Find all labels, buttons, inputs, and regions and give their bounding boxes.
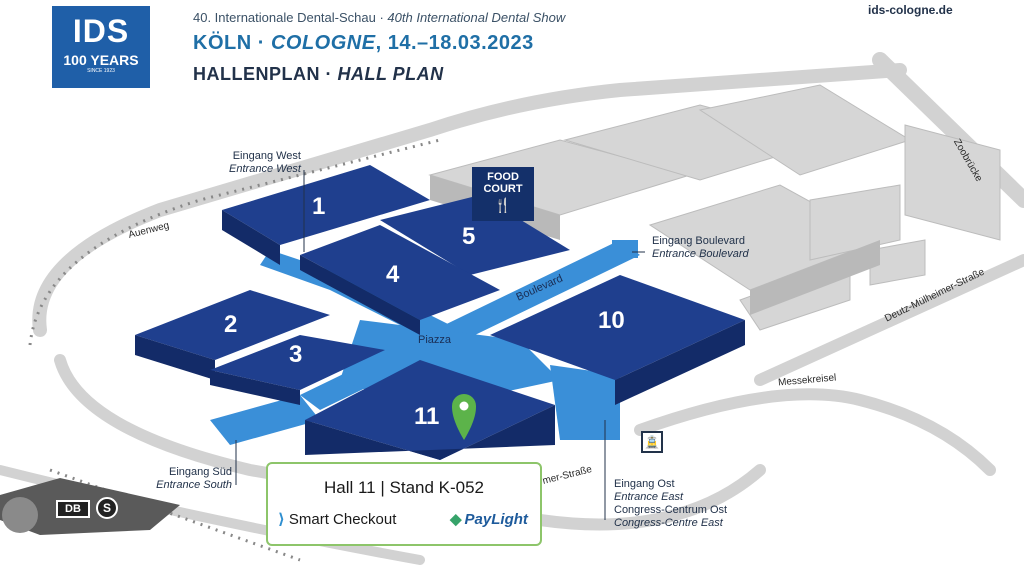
road-messekreisel [634,388,996,476]
walkway-east [550,365,620,440]
road-outer-loop [32,63,907,337]
hall-1-top [222,165,430,245]
entrance-east-label: Eingang Ost Entrance East Congress-Centr… [614,478,728,529]
stand-info-card: Hall 11 | Stand K-052 ⟩Smart Checkout ◆P… [266,462,542,546]
food-court-line2: COURT [483,183,523,195]
hall-3-top [210,335,385,390]
grey-building-g [869,239,926,286]
headline-location: KÖLN · COLOGNE, 14.–18.03.2023 [193,32,534,54]
headline-event-en: 40th International Dental Show [387,10,566,25]
website-link[interactable]: ids-cologne.de [868,3,953,17]
hall-1-label[interactable]: 1 [312,193,326,220]
hall-10-side [615,320,745,405]
smartcheckout-brand: ⟩Smart Checkout [278,510,396,530]
entrance-boulevard-label: Eingang Boulevard Entrance Boulevard [652,235,749,260]
entrance-west-label: Eingang West Entrance West [229,150,301,175]
food-court-sign: FOOD COURT 🍴 [472,167,534,221]
hall-3-label[interactable]: 3 [289,341,303,368]
tram-icon: 🚊 [641,431,663,453]
headline-city-de: KÖLN [193,32,252,54]
paylight-label: PayLight [464,511,528,528]
hall-5-label[interactable]: 5 [462,223,476,250]
plaza-label: Piazza [418,334,452,346]
smartcheckout-label: Smart Checkout [288,511,397,528]
headline-hall-plan: HALLENPLAN · HALL PLAN [193,64,444,84]
hall-3-side [210,370,300,405]
grey-building-h [904,124,1001,241]
road-deutz [754,254,1024,386]
callout-lines [235,170,645,520]
walkway-boulevard-node [612,240,638,258]
hall-2-label[interactable]: 2 [224,311,238,338]
paylight-brand: ◆PayLight [450,510,528,530]
headline-plan-de: HALLENPLAN [193,64,320,84]
stand-title: Hall 11 | Stand K-052 [323,478,485,497]
hall-4-top [300,225,500,320]
hall-11-top [305,360,555,460]
hall-2-top [135,290,330,360]
s-bahn-icon: S [96,497,118,519]
entrance-south-label: Eingang Süd Entrance South [156,466,232,491]
smartcheckout-logo-icon: ⟩ [278,511,285,528]
hall-4-side [300,255,420,335]
hall-11-label[interactable]: 11 [414,403,440,430]
hall-5-top [380,195,570,275]
grey-buildings [428,84,1001,331]
headline-dates: , 14.–18.03.2023 [375,32,534,54]
hall-4-label[interactable]: 4 [386,261,400,288]
logo-text: IDS [72,13,130,49]
rail-tracks [28,138,441,562]
halls [135,165,745,460]
food-court-line1: FOOD [487,171,519,183]
logo-years: 100 YEARS [63,52,139,68]
paylight-logo-icon: ◆ [450,511,462,528]
location-pin-icon [452,394,476,440]
hall-10-top [490,275,745,380]
headline-city-en: COLOGNE [270,32,376,54]
logo-since: SINCE 1923 [87,68,115,74]
headline-event-de: 40. Internationale Dental-Schau [193,10,376,25]
hall-11-side [305,405,555,460]
hall-1-side [222,210,280,265]
hall-10-label[interactable]: 10 [598,307,625,334]
fork-knife-icon: 🍴 [494,197,512,213]
walkway-south [210,395,320,445]
ids-logo: IDS 100 YEARS SINCE 1923 [52,6,150,88]
db-station-icon: DB [56,500,90,518]
headline-plan-en: HALL PLAN [337,64,444,84]
train-station [0,478,180,535]
hall-2-side [135,335,215,380]
headline-event: 40. Internationale Dental-Schau · 40th I… [193,10,566,25]
